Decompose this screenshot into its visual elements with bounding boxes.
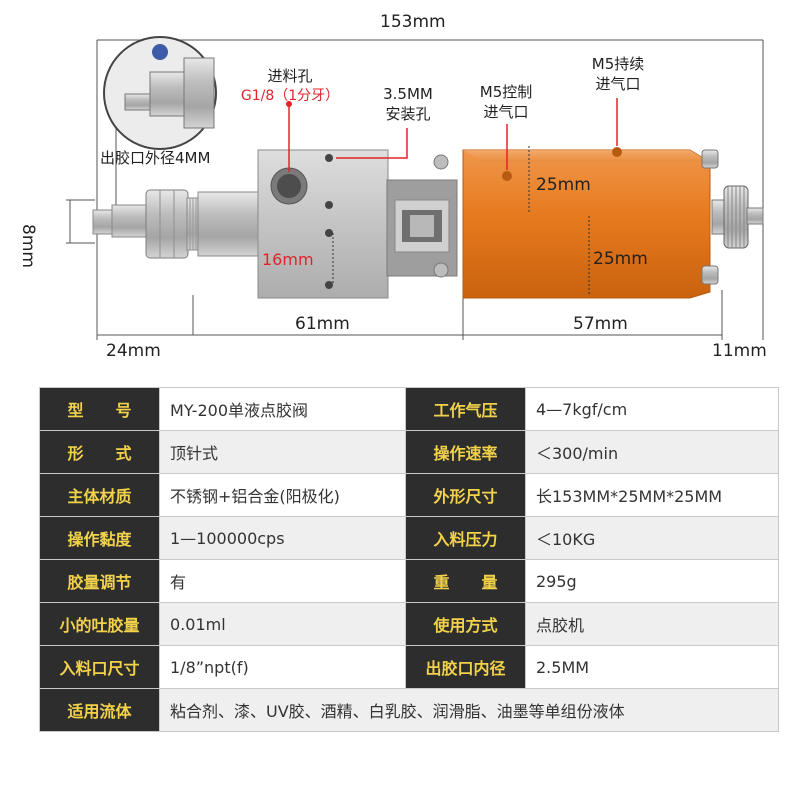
spec-key: 操作速率 <box>405 430 526 474</box>
outlet-diameter-callout: 出胶口外径4MM <box>100 149 211 167</box>
mount-hole-size: 3.5MM <box>383 85 433 103</box>
rear-length-label: 57mm <box>573 314 628 334</box>
spec-key: 入料压力 <box>405 516 526 560</box>
control-air-callout: M5控制 进气口 <box>466 82 546 122</box>
spec-value: 4—7kgf/cm <box>525 387 779 431</box>
stainless-body <box>257 149 389 299</box>
spec-value: 点胶机 <box>525 602 779 646</box>
spec-key: 入料口尺寸 <box>39 645 160 689</box>
control-air-line2: 进气口 <box>483 103 529 121</box>
knob-length-label: 11mm <box>712 341 767 361</box>
spec-key: 重 量 <box>405 559 526 603</box>
aluminum-body <box>462 149 711 299</box>
spec-value: 2.5MM <box>525 645 779 689</box>
spec-value: ＜10KG <box>525 516 779 560</box>
fluid-value: 粘合剂、漆、UV胶、酒精、白乳胶、润滑脂、油墨等单组份液体 <box>159 688 779 732</box>
nozzle-tip <box>92 209 114 235</box>
outlet-zoom-inset <box>103 36 217 150</box>
spec-key: 形 式 <box>39 430 160 474</box>
spec-value: 顶针式 <box>159 430 406 474</box>
mount-hole-text: 安装孔 <box>385 105 431 123</box>
table-row: 适用流体 粘合剂、漆、UV胶、酒精、白乳胶、润滑脂、油墨等单组份液体 <box>39 688 779 732</box>
spec-value: 1—100000cps <box>159 516 406 560</box>
table-row: 主体材质 不锈钢+铝合金(阳极化) 外形尺寸 长153MM*25MM*25MM <box>39 473 779 517</box>
table-row: 操作黏度 1—100000cps 入料压力 ＜10KG <box>39 516 779 560</box>
hole-spacing-label: 16mm <box>262 250 314 269</box>
front-cylinder <box>197 191 261 257</box>
spec-key: 使用方式 <box>405 602 526 646</box>
upper-height-label: 25mm <box>536 175 591 195</box>
spec-key: 出胶口内径 <box>405 645 526 689</box>
thread-height-label: 8mm <box>18 224 38 268</box>
inlet-spec: G1/8（1分牙） <box>240 88 340 104</box>
spec-key: 外形尺寸 <box>405 473 526 517</box>
mount-hole-callout: 3.5MM 安装孔 <box>372 84 444 124</box>
total-length-label: 153mm <box>380 12 446 32</box>
callout-leaders <box>288 98 618 172</box>
spec-table: 型 号 MY-200单液点胶阀 工作气压 4—7kgf/cm 形 式 顶针式 操… <box>39 387 779 732</box>
fluid-key: 适用流体 <box>39 688 160 732</box>
table-row: 形 式 顶针式 操作速率 ＜300/min <box>39 430 779 474</box>
continuous-air-line1: M5持续 <box>591 55 645 73</box>
spec-value: 有 <box>159 559 406 603</box>
hex-nut <box>145 189 189 259</box>
product-diagram: 153mm 8mm 24mm 61mm 57mm 11mm 25mm 25mm … <box>0 0 800 380</box>
continuous-air-line2: 进气口 <box>595 75 641 93</box>
spec-key: 胶量调节 <box>39 559 160 603</box>
inlet-callout: 进料孔 <box>250 66 330 86</box>
spec-value: 295g <box>525 559 779 603</box>
spec-value: 长153MM*25MM*25MM <box>525 473 779 517</box>
middle-length-label: 61mm <box>295 314 350 334</box>
internal-dim-lines <box>332 146 590 296</box>
control-air-line1: M5控制 <box>479 83 533 101</box>
table-row: 入料口尺寸 1/8”npt(f) 出胶口内径 2.5MM <box>39 645 779 689</box>
table-row: 小的吐胶量 0.01ml 使用方式 点胶机 <box>39 602 779 646</box>
spec-key: 工作气压 <box>405 387 526 431</box>
spec-key: 小的吐胶量 <box>39 602 160 646</box>
front-length-label: 24mm <box>106 341 161 361</box>
inlet-title: 进料孔 <box>267 67 313 85</box>
table-row: 胶量调节 有 重 量 295g <box>39 559 779 603</box>
spec-key: 操作黏度 <box>39 516 160 560</box>
spec-value: MY-200单液点胶阀 <box>159 387 406 431</box>
spec-value: 1/8”npt(f) <box>159 645 406 689</box>
spec-key: 主体材质 <box>39 473 160 517</box>
spec-value: 不锈钢+铝合金(阳极化) <box>159 473 406 517</box>
spec-value: 0.01ml <box>159 602 406 646</box>
table-row: 型 号 MY-200单液点胶阀 工作气压 4—7kgf/cm <box>39 387 779 431</box>
lower-height-label: 25mm <box>593 249 648 269</box>
spec-key: 型 号 <box>39 387 160 431</box>
spec-value: ＜300/min <box>525 430 779 474</box>
valve-drawing <box>66 36 764 340</box>
continuous-air-callout: M5持续 进气口 <box>578 54 658 94</box>
